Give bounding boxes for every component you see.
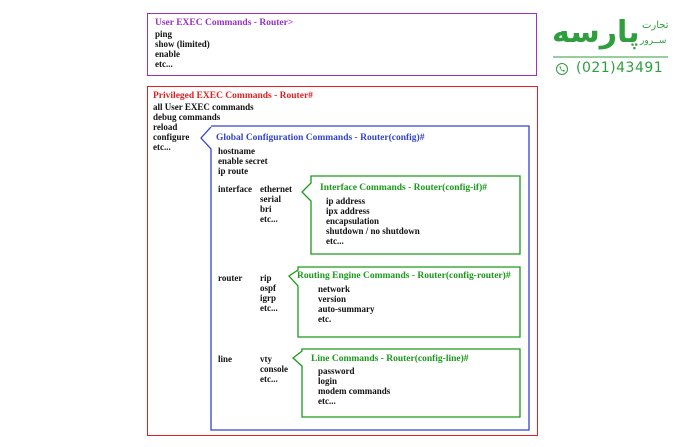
list-item: console: [260, 364, 288, 374]
list-item: auto-summary: [318, 304, 375, 314]
user-exec-title: User EXEC Commands - Router>: [155, 18, 294, 28]
list-item: rip: [260, 273, 272, 283]
list-item: ping: [155, 29, 173, 39]
interface-type-list: ethernet serial bri etc...: [260, 184, 292, 224]
list-item: etc...: [153, 142, 171, 152]
router-protocol-list: rip ospf igrp etc...: [260, 273, 278, 313]
list-item: login: [318, 376, 338, 386]
line-type-list: vty console etc...: [260, 354, 288, 384]
list-item: ospf: [260, 283, 277, 293]
privileged-exec-box: [147, 86, 538, 436]
brand-logo: پارسه تجارت ســرور (021)43491: [550, 12, 670, 82]
logo-phone-number: (021)43491: [576, 60, 664, 76]
list-item: network: [318, 284, 350, 294]
interface-commands-outline: [301, 175, 521, 255]
list-item: enable: [155, 49, 181, 59]
privileged-exec-title: Privileged EXEC Commands - Router#: [153, 91, 313, 101]
line-commands-list: password login modem commands etc...: [318, 366, 390, 406]
logo-tagline-bottom: ســرور: [640, 36, 667, 46]
list-item: etc...: [326, 236, 344, 246]
list-item: show (limited): [155, 39, 210, 49]
list-item: reload: [153, 122, 178, 132]
list-item: vty: [260, 354, 272, 364]
list-item: ip address: [326, 196, 366, 206]
router-label: router: [218, 273, 243, 283]
list-item: etc...: [155, 59, 173, 69]
list-item: version: [318, 294, 346, 304]
interface-commands-title: Interface Commands - Router(config-if)#: [320, 183, 488, 193]
list-item: etc...: [260, 303, 278, 313]
global-config-title: Global Configuration Commands - Router(c…: [216, 133, 425, 143]
list-item: igrp: [260, 293, 277, 303]
list-item: serial: [260, 194, 281, 204]
line-commands-outline: [291, 348, 521, 418]
phone-icon: [556, 63, 568, 75]
user-exec-box: [147, 13, 537, 76]
list-item: shutdown / no shutdown: [326, 226, 420, 236]
line-commands-title: Line Commands - Router(config-line)#: [311, 354, 469, 364]
list-item: configure: [153, 132, 190, 142]
list-item: bri: [260, 204, 272, 214]
routing-commands-list: network version auto-summary etc.: [318, 284, 375, 324]
list-item: etc.: [318, 314, 332, 324]
list-item: enable secret: [218, 156, 268, 166]
routing-commands-outline: [288, 266, 521, 338]
user-exec-command-list: ping show (limited) enable etc...: [155, 29, 210, 69]
global-config-command-list: hostname enable secret ip route: [218, 146, 268, 176]
list-item: ip route: [218, 166, 249, 176]
privileged-exec-command-list: all User EXEC commands debug commands re…: [153, 102, 254, 152]
list-item: password: [318, 366, 355, 376]
list-item: etc...: [318, 396, 336, 406]
list-item: debug commands: [153, 112, 221, 122]
line-label: line: [218, 354, 233, 364]
list-item: hostname: [218, 146, 256, 156]
logo-tagline-top: تجارت: [642, 20, 669, 31]
list-item: ipx address: [326, 206, 370, 216]
routing-commands-title: Routing Engine Commands - Router(config-…: [297, 271, 511, 281]
global-config-outline: [200, 125, 530, 431]
list-item: all User EXEC commands: [153, 102, 254, 112]
interface-commands-list: ip address ipx address encapsulation shu…: [326, 196, 420, 246]
list-item: etc...: [260, 214, 278, 224]
list-item: modem commands: [318, 386, 391, 396]
list-item: etc...: [260, 374, 278, 384]
interface-label: interface: [218, 184, 252, 194]
logo-brand-name: پارسه: [552, 15, 640, 50]
list-item: encapsulation: [326, 216, 380, 226]
list-item: ethernet: [260, 184, 292, 194]
